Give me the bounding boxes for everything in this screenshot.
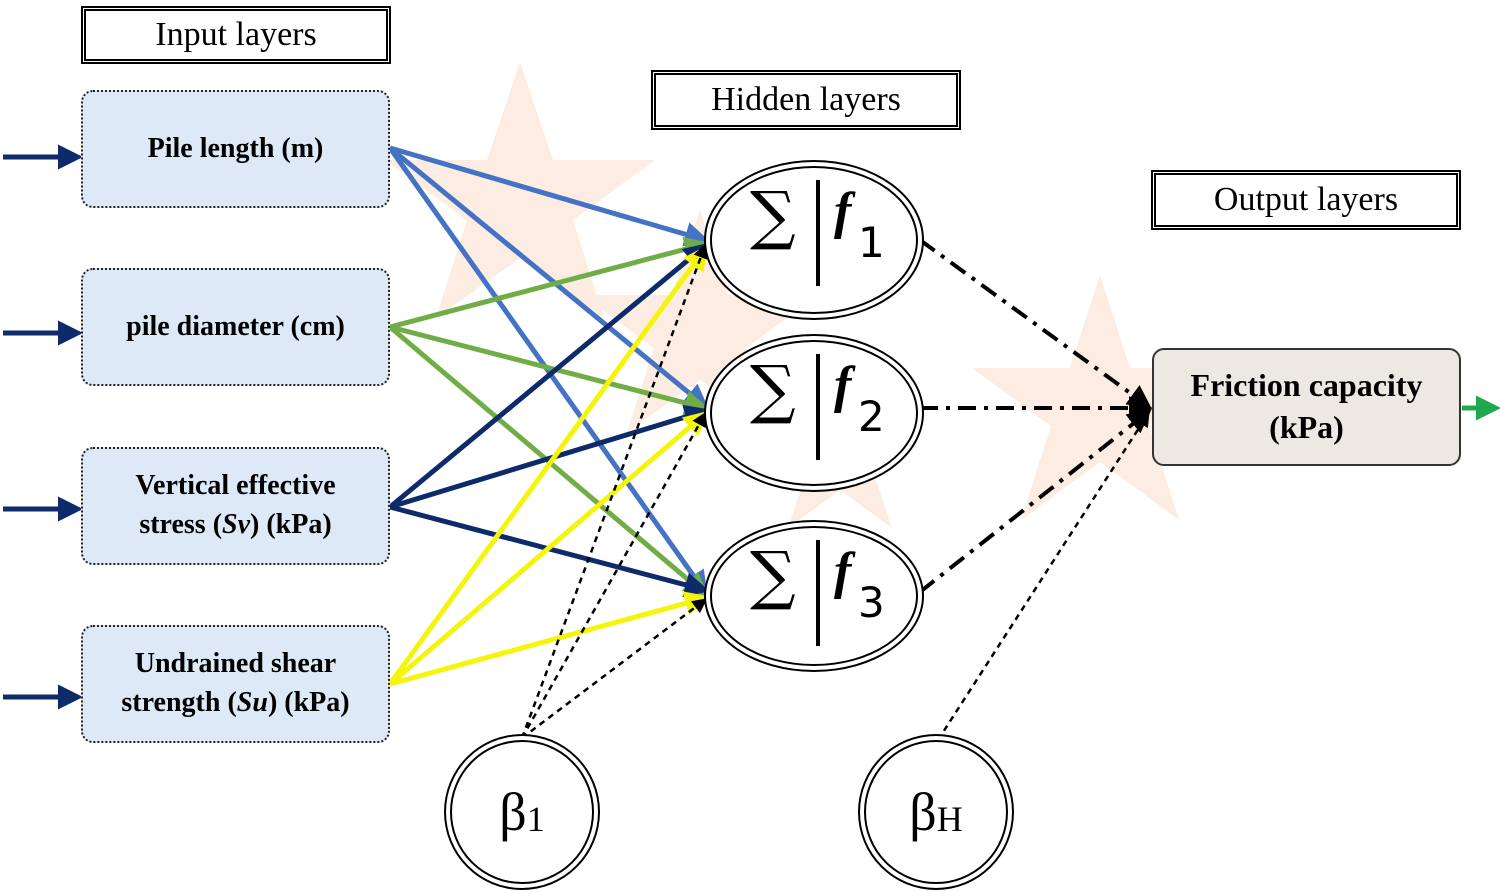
hidden-node-3: ∑ f 3 — [710, 526, 918, 666]
link-bias1-to-h3 — [521, 598, 708, 739]
link-bias1-to-h2 — [520, 411, 707, 739]
sum-symbol: ∑ — [750, 539, 796, 613]
link-biasH-to-output — [936, 411, 1150, 741]
hidden-node-2: ∑ f 2 — [710, 340, 918, 486]
input-vertical-effective-stress: Vertical effective stress (Sv) (kPa) — [81, 447, 390, 565]
link-undrained-shear-to-h3 — [389, 591, 710, 687]
bias-1-symbol: β — [499, 782, 527, 842]
activation-function: f — [834, 183, 852, 240]
node-index: 1 — [858, 218, 885, 267]
links-undrained-shear — [387, 244, 710, 687]
watermark-star-right — [972, 275, 1228, 520]
node-divider — [816, 180, 820, 286]
input-pile-diameter-label: pile diameter (cm) — [126, 310, 345, 342]
node-divider — [816, 540, 820, 646]
input-pile-length: Pile length (m) — [81, 90, 390, 208]
bias-h-subscript: H — [936, 799, 963, 839]
link-vertical-stress-to-h1 — [388, 242, 709, 509]
links-bias-1 — [520, 243, 708, 739]
node-index: 2 — [858, 392, 885, 441]
hidden-node-1: ∑ f 1 — [710, 166, 918, 314]
node-divider — [816, 354, 820, 460]
sum-symbol: ∑ — [750, 353, 796, 427]
node-index: 3 — [858, 578, 885, 627]
input-vertical-stress-line1: Vertical effective — [135, 470, 336, 502]
output-friction-capacity: Friction capacity (kPa) — [1152, 348, 1461, 466]
input-pile-diameter: pile diameter (cm) — [81, 268, 390, 386]
link-pile-length-to-h2 — [388, 146, 709, 410]
link-vertical-stress-to-h2 — [389, 404, 710, 510]
output-layers-title: Output layers — [1151, 170, 1461, 230]
activation-function: f — [834, 357, 852, 414]
bias-1-subscript: 1 — [526, 799, 545, 839]
link-pile-length-to-h1 — [389, 145, 710, 247]
link-h1-to-output — [918, 238, 1152, 409]
symbol-su: Su — [236, 687, 268, 718]
output-label-line1: Friction capacity — [1190, 367, 1423, 404]
link-undrained-shear-to-h2 — [388, 410, 709, 686]
input-layers-title: Input layers — [81, 6, 391, 64]
bias-h-symbol: β — [909, 782, 937, 842]
hidden-layers-title: Hidden layers — [651, 70, 961, 130]
link-pile-diameter-to-h2 — [389, 324, 710, 416]
input-undrained-shear-line1: Undrained shear — [134, 648, 337, 680]
link-undrained-shear-to-h1 — [387, 244, 708, 686]
link-pile-diameter-to-h1 — [389, 237, 710, 330]
input-undrained-shear-strength: Undrained shear strength (Su) (kPa) — [81, 625, 390, 743]
activation-function: f — [834, 543, 852, 600]
watermark-star-center — [582, 210, 818, 432]
symbol-sv: Sv — [222, 509, 251, 540]
input-vertical-stress-line2: stress (Sv) (kPa) — [139, 509, 332, 540]
input-undrained-shear-line2: strength (Su) (kPa) — [121, 687, 350, 718]
input-arrows — [3, 144, 83, 710]
sum-symbol: ∑ — [750, 179, 796, 253]
input-pile-length-label: Pile length (m) — [147, 132, 324, 164]
watermark-star-left — [385, 62, 655, 318]
links-hidden-to-output — [918, 238, 1153, 594]
link-h3-to-output — [918, 409, 1152, 594]
output-label-line2: (kPa) — [1269, 409, 1344, 445]
